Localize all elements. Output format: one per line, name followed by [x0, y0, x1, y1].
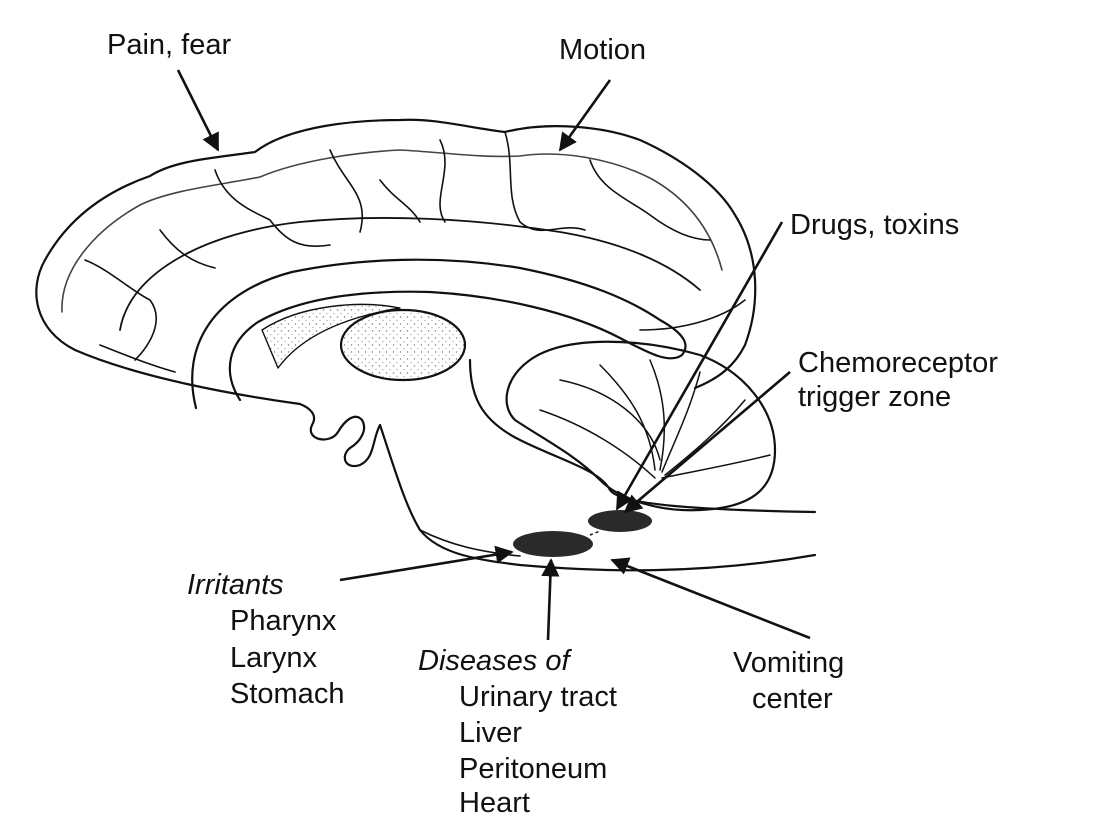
- thalamus: [341, 310, 465, 380]
- arrow-irritants: [340, 552, 512, 580]
- arrow-diseases: [548, 560, 551, 640]
- arrow-vomiting-center: [612, 560, 810, 638]
- label-chemoreceptor-line2: trigger zone: [798, 380, 951, 414]
- vomiting-center: [513, 531, 593, 557]
- chemoreceptor-trigger-zone: [588, 510, 652, 532]
- label-peritoneum: Peritoneum: [459, 752, 607, 786]
- label-diseases-of: Diseases of: [418, 644, 570, 678]
- label-motion: Motion: [559, 33, 646, 67]
- label-liver: Liver: [459, 716, 522, 750]
- label-irritants: Irritants: [187, 568, 284, 602]
- label-pharynx: Pharynx: [230, 604, 336, 638]
- arrow-drugs-toxins: [617, 222, 782, 509]
- label-chemoreceptor-line1: Chemoreceptor: [798, 346, 998, 380]
- label-stomach: Stomach: [230, 677, 344, 711]
- label-pain-fear: Pain, fear: [107, 28, 231, 62]
- label-heart: Heart: [459, 786, 530, 820]
- label-vomiting-line1: Vomiting: [733, 646, 844, 680]
- pituitary: [300, 404, 380, 466]
- arrow-motion: [560, 80, 610, 150]
- brainstem-back: [470, 360, 815, 512]
- label-vomiting-line2: center: [752, 682, 833, 716]
- label-drugs-toxins: Drugs, toxins: [790, 208, 959, 242]
- arrow-pain-fear: [178, 70, 218, 150]
- label-urinary-tract: Urinary tract: [459, 680, 617, 714]
- label-larynx: Larynx: [230, 641, 317, 675]
- cerebellum: [507, 342, 775, 510]
